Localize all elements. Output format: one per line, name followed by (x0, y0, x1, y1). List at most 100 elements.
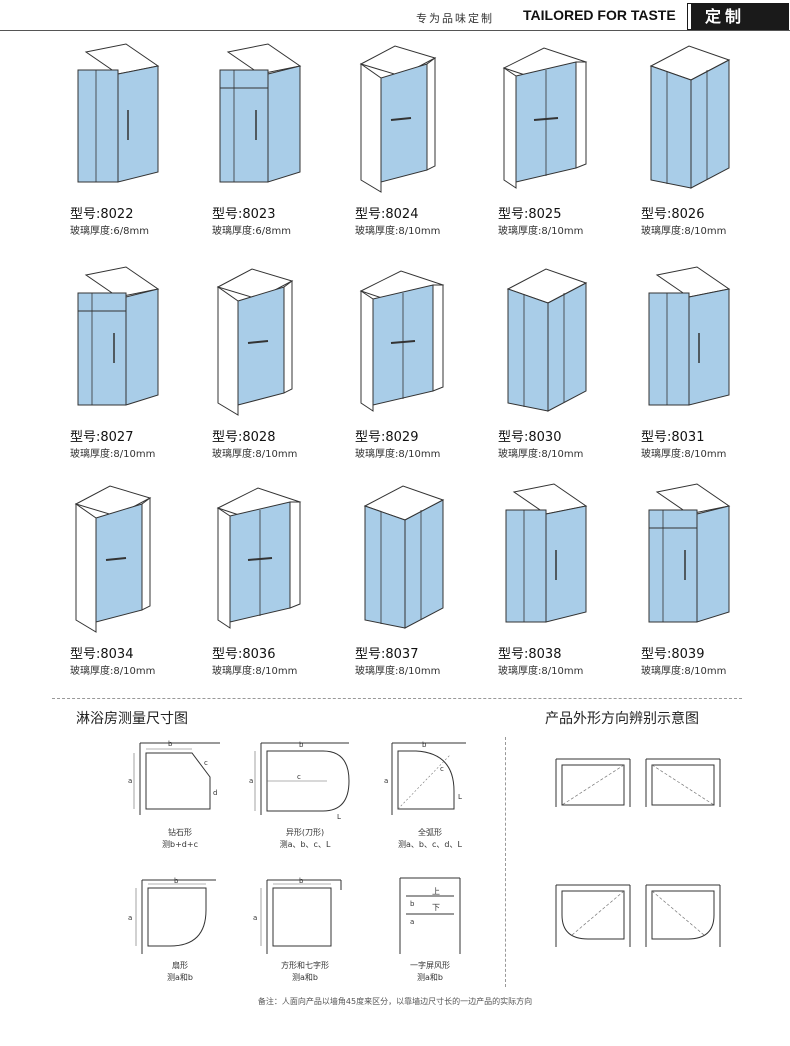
product-glass-thickness: 玻璃厚度:8/10mm (355, 666, 441, 677)
diagram-screen: 上 下 b a 一字屏风形 测a和b (370, 870, 490, 985)
screen-diagram-shape: 上 下 b a (399, 877, 461, 954)
dim-c-label: c (297, 773, 301, 781)
product-card: 型号:8028 玻璃厚度:8/10mm (208, 263, 338, 463)
product-model: 型号:8023 (212, 207, 276, 222)
dim-b-label: b (174, 877, 179, 885)
product-glass-thickness: 玻璃厚度:8/10mm (212, 666, 298, 677)
product-glass-thickness: 玻璃厚度:6/8mm (212, 226, 291, 237)
dim-a-label: a (249, 777, 253, 785)
shower-enclosure-illustration (359, 45, 437, 193)
product-glass-thickness: 玻璃厚度:8/10mm (70, 449, 156, 460)
product-glass-thickness: 玻璃厚度:8/10mm (641, 449, 727, 460)
shower-enclosure-illustration (648, 483, 731, 623)
product-card: 型号:8023 玻璃厚度:6/8mm (208, 40, 338, 240)
header-rule (0, 30, 790, 31)
product-glass-thickness: 玻璃厚度:8/10mm (355, 449, 441, 460)
shower-enclosure-illustration (216, 268, 294, 416)
product-glass-thickness: 玻璃厚度:8/10mm (498, 226, 584, 237)
diagram-full-arc-name: 全弧形 (418, 828, 442, 837)
header-badge: 定制 (687, 3, 789, 30)
shower-enclosure-illustration (77, 43, 160, 183)
diagram-screen-name: 一字屏风形 (410, 961, 450, 970)
vertical-divider (505, 737, 506, 987)
diagram-full-arc: b a c L 全弧形 测a、b、c、d、L (370, 735, 490, 850)
product-model: 型号:8024 (355, 207, 419, 222)
diagram-diamond-dims: 测b+d+c (162, 840, 198, 849)
product-glass-thickness: 玻璃厚度:8/10mm (498, 666, 584, 677)
up-label: 上 (432, 887, 440, 896)
product-card: 型号:8039 玻璃厚度:8/10mm (637, 480, 767, 680)
product-model: 型号:8038 (498, 647, 562, 662)
diagram-knife-dims: 测a、b、c、L (279, 840, 331, 849)
dim-a-label: a (253, 914, 257, 922)
dim-c-label: c (204, 759, 208, 767)
knife-diagram-shape: b a c L (249, 741, 350, 821)
diagram-knife: b a c L 异形(刀形) 测a、b、c、L (245, 735, 365, 850)
diagram-screen-dims: 测a和b (417, 973, 443, 982)
product-model: 型号:8022 (70, 207, 134, 222)
fan-diagram-shape: b a (128, 877, 216, 954)
dim-a-label: a (384, 777, 388, 785)
shower-enclosure-illustration (502, 47, 588, 189)
shower-enclosure-illustration (506, 268, 588, 412)
product-model: 型号:8034 (70, 647, 134, 662)
orientation-diagram-shapes (555, 758, 721, 947)
product-card: 型号:8027 玻璃厚度:8/10mm (66, 263, 196, 463)
product-glass-thickness: 玻璃厚度:8/10mm (212, 449, 298, 460)
down-label: 下 (432, 903, 440, 912)
product-card: 型号:8038 玻璃厚度:8/10mm (494, 480, 624, 680)
page-header: 专为品味定制 TAILORED FOR TASTE 定制 (0, 0, 790, 34)
shower-enclosure-illustration (77, 266, 160, 406)
product-model: 型号:8031 (641, 430, 705, 445)
diagram-fan-name: 扇形 (172, 961, 188, 970)
dim-b-label: b (299, 741, 304, 749)
dim-a-label: a (410, 918, 414, 926)
diagram-knife-name: 异形(刀形) (285, 828, 325, 837)
shower-enclosure-illustration (648, 266, 731, 406)
product-model: 型号:8039 (641, 647, 705, 662)
dim-b-label: b (168, 740, 173, 748)
shower-enclosure-illustration (216, 487, 302, 629)
shower-enclosure-illustration (74, 485, 152, 633)
full-arc-diagram-shape: b a c L (384, 741, 466, 815)
dim-b-label: b (422, 741, 427, 749)
shower-enclosure-illustration (219, 43, 302, 183)
diagram-full-arc-dims: 测a、b、c、d、L (398, 840, 462, 849)
diagram-diamond-name: 钻石形 (168, 828, 192, 837)
product-glass-thickness: 玻璃厚度:6/8mm (70, 226, 149, 237)
product-model: 型号:8028 (212, 430, 276, 445)
square-diagram-shape: b a (253, 877, 342, 954)
diamond-diagram-shape: b a c d (128, 740, 220, 815)
product-glass-thickness: 玻璃厚度:8/10mm (70, 666, 156, 677)
diagram-diamond: b a c d 钻石形 测b+d+c (120, 735, 240, 850)
diagram-square-dims: 测a和b (292, 973, 318, 982)
shower-enclosure-illustration (359, 270, 445, 412)
orientation-section-title: 产品外形方向辨别示意图 (545, 711, 699, 727)
dim-L-label: L (458, 793, 462, 801)
section-divider (52, 698, 742, 699)
shower-enclosure-illustration (649, 45, 731, 189)
dim-L-label: L (337, 813, 341, 821)
product-glass-thickness: 玻璃厚度:8/10mm (355, 226, 441, 237)
dim-d-label: d (213, 789, 217, 797)
diagram-fan: b a 扇形 测a和b (120, 870, 240, 985)
product-model: 型号:8026 (641, 207, 705, 222)
header-cn-tagline: 专为品味定制 (416, 12, 494, 25)
product-model: 型号:8030 (498, 430, 562, 445)
orientation-diagrams (550, 755, 740, 965)
product-card: 型号:8029 玻璃厚度:8/10mm (351, 263, 481, 463)
product-model: 型号:8029 (355, 430, 419, 445)
product-card: 型号:8031 玻璃厚度:8/10mm (637, 263, 767, 463)
product-model: 型号:8025 (498, 207, 562, 222)
diagram-square-name: 方形和七字形 (281, 961, 329, 970)
product-glass-thickness: 玻璃厚度:8/10mm (498, 449, 584, 460)
measure-section-title: 淋浴房测量尺寸图 (76, 711, 188, 727)
shower-enclosure-illustration (505, 483, 588, 623)
product-card: 型号:8034 玻璃厚度:8/10mm (66, 480, 196, 680)
dim-a-label: a (128, 914, 132, 922)
product-glass-thickness: 玻璃厚度:8/10mm (641, 666, 727, 677)
dim-b-label: b (299, 877, 304, 885)
product-model: 型号:8027 (70, 430, 134, 445)
